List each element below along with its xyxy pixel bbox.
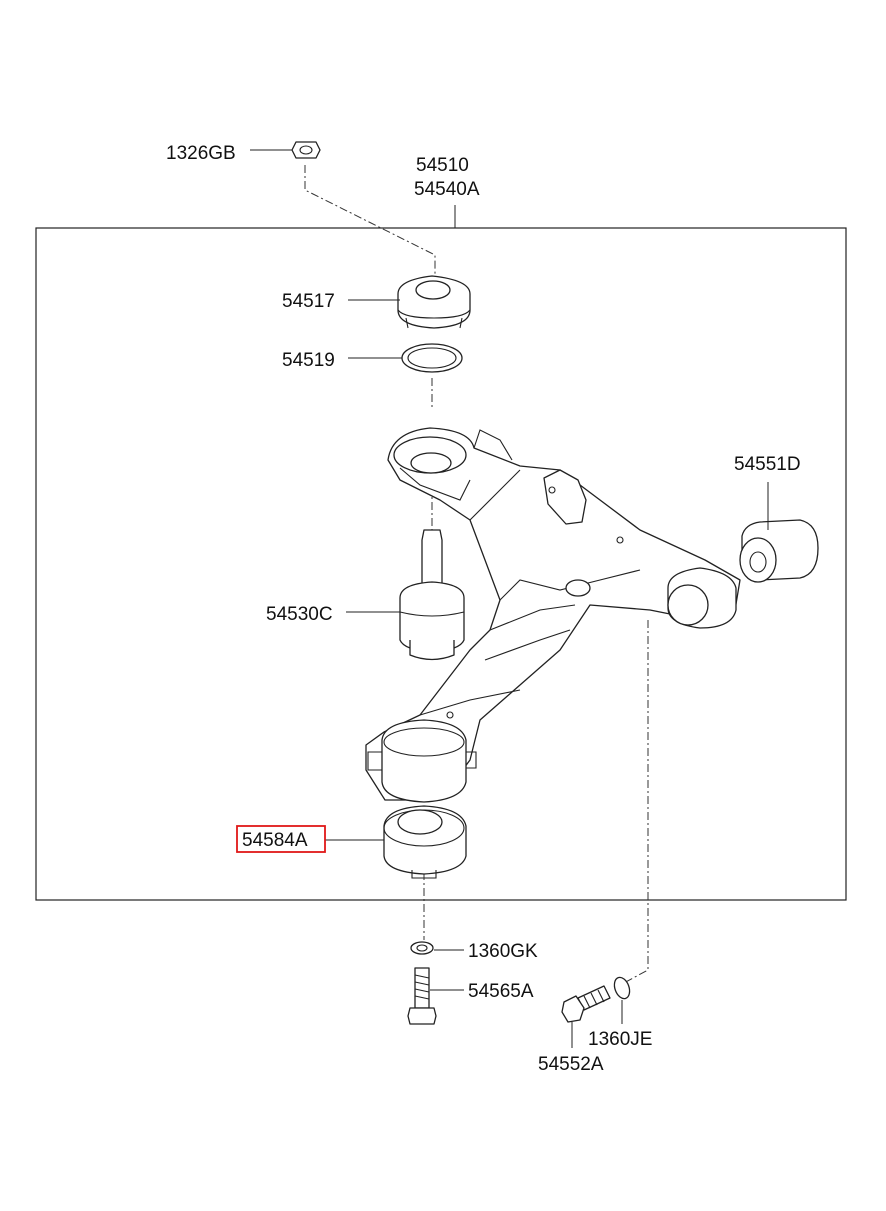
label-54551d[interactable]: 54551D <box>734 454 801 475</box>
label-54584a[interactable]: 54584A <box>242 830 308 851</box>
washer-1360gk[interactable] <box>410 941 434 955</box>
nut-1326gb[interactable] <box>291 141 321 159</box>
bolt-54552a[interactable] <box>561 985 611 1023</box>
axis-nut <box>304 165 436 280</box>
bolt-54565a[interactable] <box>407 967 437 1025</box>
label-1360gk[interactable]: 1360GK <box>468 941 538 962</box>
washer-1360je[interactable] <box>612 975 633 1000</box>
label-54519[interactable]: 54519 <box>282 350 335 371</box>
bushing-54584a[interactable] <box>383 805 467 879</box>
lower-control-arm[interactable] <box>365 427 741 803</box>
ball-joint-54530c[interactable] <box>399 529 465 661</box>
label-54517[interactable]: 54517 <box>282 291 335 312</box>
dust-cover-54517[interactable] <box>397 275 471 329</box>
axis-bolt-g <box>621 620 649 985</box>
label-54552a[interactable]: 54552A <box>538 1054 604 1075</box>
bushing-54551d[interactable] <box>739 519 819 583</box>
label-1360je[interactable]: 1360JE <box>588 1029 652 1050</box>
ring-54519[interactable] <box>401 343 463 373</box>
label-54565a[interactable]: 54565A <box>468 981 534 1002</box>
label-54540a[interactable]: 54540A <box>414 179 480 200</box>
highlight-box <box>236 825 326 853</box>
assembly-frame <box>35 227 847 901</box>
label-1326gb[interactable]: 1326GB <box>166 143 236 164</box>
label-54510[interactable]: 54510 <box>416 155 469 176</box>
label-54530c[interactable]: 54530C <box>266 604 333 625</box>
